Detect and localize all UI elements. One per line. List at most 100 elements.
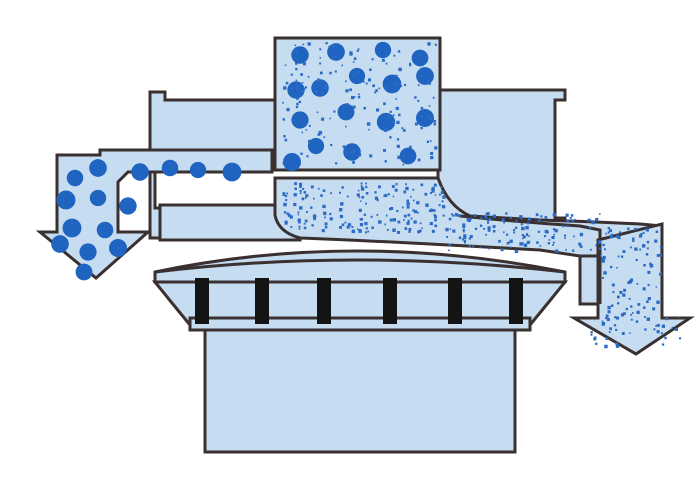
fine-particle [659,272,663,276]
fine-particle [320,194,323,197]
fine-particle [654,239,658,243]
fine-particle [643,263,646,267]
fine-particle [371,226,374,230]
fine-particle [639,248,642,251]
fine-particle [391,184,395,188]
fine-particle [392,195,395,198]
fine-particle [652,307,656,311]
fine-particle [305,211,308,213]
coarse-particle [51,235,69,253]
fine-particle [383,102,386,106]
fine-particle [295,105,299,109]
fine-particle [409,145,412,149]
coarse-particle [291,46,309,64]
fine-particle [323,136,326,139]
fine-particle [452,214,455,217]
fine-particle [304,60,306,62]
fine-particle [351,226,354,228]
fine-particle [591,220,595,225]
support-post [509,278,523,324]
fine-particle [627,281,631,285]
fine-particle [552,213,557,217]
fine-particle [647,297,651,301]
fine-particle [574,218,576,221]
fine-particle [287,213,291,217]
fine-particle [595,217,599,222]
fine-particle [506,241,510,245]
fine-particle [571,219,575,222]
fine-particle [417,99,420,102]
fine-particle [619,290,623,294]
fine-particle [385,214,388,217]
fine-particle [417,84,420,87]
fine-particle [360,187,365,191]
fine-particle [430,208,434,212]
fine-particle [428,105,431,107]
fine-particle [339,214,344,219]
fine-particle [302,187,305,190]
fine-particle [402,129,406,132]
fine-particle [414,96,417,99]
fine-particle [659,253,663,257]
fine-particle [593,337,597,341]
fine-particle [301,197,305,201]
fine-particle [398,67,402,72]
fine-particle [492,225,496,229]
fine-particle [298,225,301,228]
coarse-particle [374,41,392,59]
fine-particle [319,48,322,51]
fine-particle [432,190,435,193]
fine-particle [390,206,394,211]
fine-particle [618,231,622,234]
fine-particle [304,196,307,199]
fine-particle [601,320,604,323]
fine-particle [589,248,592,251]
fine-particle [357,93,360,96]
fine-particle [300,73,303,76]
fine-particle [304,86,308,89]
fine-particle [602,243,605,247]
fine-particle [571,249,575,252]
fine-particle [408,220,410,223]
coarse-particle [291,111,309,129]
fine-particle [285,198,288,202]
fine-particle [319,57,322,59]
fine-particle [347,223,352,227]
fine-particle [607,226,611,230]
fine-particle [324,216,326,219]
fine-particle [661,343,665,346]
fine-particle [293,193,297,197]
fine-particle [488,247,490,250]
screen-mesh-line [154,258,566,274]
fine-particle [636,282,639,285]
fine-particle [335,162,338,165]
fine-particle [655,230,659,234]
fine-particle [521,233,524,237]
fine-particle [397,50,401,53]
fine-particle [552,243,554,246]
fine-particle [484,215,488,219]
fine-particle [442,214,445,217]
fine-particle [403,190,407,194]
fine-particle [376,199,379,202]
fine-particle [613,324,617,327]
fine-particle [396,120,400,124]
fine-particle [462,230,465,233]
fine-particle [286,108,290,112]
fine-particle [294,187,297,191]
fine-particle [330,192,332,195]
fine-particle [353,96,356,98]
fine-particle [358,229,362,233]
fine-particle [401,127,404,130]
fine-particle [548,239,551,241]
fine-particle [638,234,643,238]
fine-particle [358,96,360,99]
fine-particle [664,336,667,340]
fine-particle [344,221,347,224]
fine-particle [551,235,555,240]
fine-particle [305,128,308,131]
fine-particle [376,214,379,216]
fine-particle [656,323,660,327]
fine-particle [283,211,287,214]
fine-particle [647,283,650,287]
